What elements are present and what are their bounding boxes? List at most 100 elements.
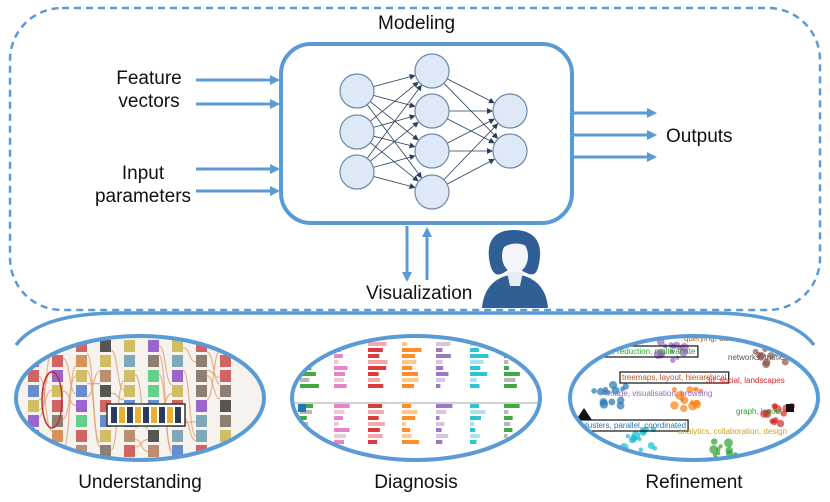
- histogram-bar: [504, 384, 517, 388]
- histogram-bar: [368, 378, 380, 382]
- histogram-bar: [402, 378, 419, 382]
- histogram-bar: [334, 428, 350, 432]
- selected-marker: [298, 404, 306, 412]
- thumbnail-cell: [196, 370, 207, 382]
- thumbnail-cell: [148, 430, 159, 442]
- understanding-thumbnail: [16, 336, 266, 460]
- scatter-point: [608, 399, 615, 406]
- scatter-point: [600, 398, 608, 406]
- histogram-bar: [368, 372, 379, 376]
- feature-vectors-line1: Feature: [106, 67, 192, 90]
- thumbnail-cell: [124, 340, 135, 352]
- histogram-bar: [436, 348, 442, 352]
- histogram-bar: [300, 378, 309, 382]
- visualization-label: Visualization: [366, 283, 472, 305]
- thumbnail-cell: [172, 385, 183, 397]
- thumbnail-cell: [148, 385, 159, 397]
- thumbnail-cell: [220, 385, 231, 397]
- histogram-bar: [402, 434, 412, 438]
- histogram-bar: [504, 404, 520, 408]
- histogram-bar: [334, 378, 344, 382]
- thumbnail-cell: [172, 430, 183, 442]
- histogram-bar: [470, 366, 480, 370]
- histogram-bar: [300, 384, 319, 388]
- scatter-point: [648, 442, 655, 449]
- thumbnail-cell: [100, 340, 111, 352]
- histogram-bar: [402, 440, 419, 444]
- histogram-bar: [470, 360, 484, 364]
- thumbnail-cell: [196, 415, 207, 427]
- histogram-bar: [504, 428, 512, 432]
- histogram-bar: [436, 360, 443, 364]
- histogram-bar: [402, 428, 410, 432]
- histogram-bar: [470, 428, 475, 432]
- histogram-bar: [300, 428, 304, 432]
- histogram-bar: [300, 342, 312, 346]
- histogram-bar: [368, 404, 382, 408]
- histogram-bar: [436, 440, 442, 444]
- thumbnail-cell: [196, 400, 207, 412]
- outputs-label: Outputs: [666, 126, 733, 148]
- histogram-bar: [504, 372, 520, 376]
- histogram-bar: [402, 354, 415, 358]
- refinement-tag: 3d, social, landscapes: [706, 376, 785, 385]
- highlight-cell: [175, 407, 181, 423]
- histogram-bar: [334, 434, 346, 438]
- histogram-bar: [402, 416, 415, 420]
- scatter-point: [591, 388, 597, 394]
- histogram-bar: [368, 422, 385, 426]
- histogram-bar: [470, 440, 477, 444]
- scatter-point: [711, 438, 717, 444]
- nn-node-layer-1: [415, 175, 449, 209]
- scatter-point: [675, 356, 679, 360]
- histogram-bar: [436, 434, 448, 438]
- thumbnail-cell: [100, 385, 111, 397]
- refinement-tag: image, visualisation, browsing: [606, 389, 712, 398]
- thumbnail-cell: [124, 355, 135, 367]
- histogram-bar: [436, 354, 451, 358]
- scatter-point: [719, 444, 723, 448]
- thumbnail-cell: [172, 355, 183, 367]
- histogram-bar: [368, 354, 379, 358]
- thumbnail-cell: [28, 400, 39, 412]
- histogram-bar: [436, 366, 443, 370]
- stage-label-understanding: Understanding: [60, 472, 220, 494]
- scatter-point: [629, 437, 636, 444]
- input-parameters-line2: parameters: [88, 185, 198, 208]
- histogram-bar: [470, 384, 480, 388]
- marker-square: [786, 404, 794, 412]
- scatter-point: [713, 453, 717, 457]
- highlight-cell: [159, 407, 165, 423]
- histogram-bar: [470, 354, 489, 358]
- thumbnail-cell: [52, 355, 63, 367]
- histogram-bar: [300, 354, 304, 358]
- highlight-cell: [167, 407, 173, 423]
- modeling-title: Modeling: [378, 13, 455, 35]
- histogram-bar: [368, 348, 383, 352]
- thumbnail-cell: [172, 370, 183, 382]
- highlight-cell: [135, 407, 141, 423]
- histogram-bar: [334, 416, 343, 420]
- thumbnail-cell: [196, 355, 207, 367]
- input-parameters-line1: Input: [88, 162, 198, 185]
- histogram-bar: [334, 372, 345, 376]
- thumbnail-cell: [148, 340, 159, 352]
- thumbnail-cell: [220, 415, 231, 427]
- histogram-bar: [334, 366, 348, 370]
- thumbnail-cell: [76, 385, 87, 397]
- histogram-bar: [470, 348, 479, 352]
- nn-node-layer-0: [340, 155, 374, 189]
- histogram-bar: [436, 410, 446, 414]
- thumbnail-cell: [76, 400, 87, 412]
- histogram-bar: [436, 428, 442, 432]
- histogram-bar: [368, 410, 384, 414]
- histogram-bar: [334, 410, 344, 414]
- histogram-bar: [334, 354, 343, 358]
- scatter-point: [670, 358, 675, 363]
- histogram-bar: [334, 342, 339, 346]
- histogram-bar: [470, 372, 487, 376]
- thumbnail-cell: [100, 370, 111, 382]
- thumbnail-cell: [28, 340, 39, 352]
